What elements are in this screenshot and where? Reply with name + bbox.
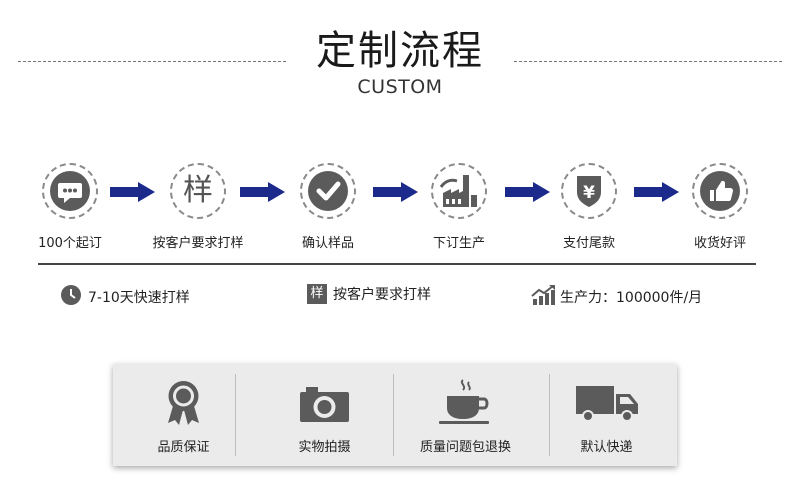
thumbs-up-icon: [700, 171, 740, 211]
arrow-right-icon: [240, 182, 285, 202]
guarantee-photo: 实物拍摄: [254, 364, 395, 466]
yen-shield-icon: ¥: [563, 165, 615, 217]
arrow-right-icon: [505, 182, 550, 202]
step-confirm-sample: 确认样品: [263, 163, 393, 251]
award-ribbon-icon: [113, 378, 254, 426]
step-label: 下订生产: [432, 236, 485, 251]
info-sample-text: 按客户要求打样: [333, 287, 431, 303]
step-label: 收货好评: [693, 236, 746, 251]
info-sample: 样 按客户要求打样: [307, 284, 431, 304]
section-divider: [38, 263, 756, 265]
header-divider-right: [514, 61, 782, 62]
step-label: 支付尾款: [562, 236, 615, 251]
page-subtitle: CUSTOM: [357, 76, 443, 98]
check-icon: [308, 171, 348, 211]
info-capacity-text: 生产力：100000件/月: [560, 290, 703, 306]
arrow-right-icon: [634, 182, 679, 202]
factory-icon: [433, 165, 485, 217]
panel-separator: [393, 374, 394, 456]
header-divider-left: [18, 61, 286, 62]
arrow-right-icon: [110, 182, 155, 202]
panel-separator: [549, 374, 550, 456]
guarantee-return: 质量问题包退换: [395, 364, 536, 466]
step-label: 100个起订: [38, 236, 102, 251]
step-sample: 样 按客户要求打样: [133, 163, 263, 251]
step-minimum-order: 100个起订: [5, 163, 135, 251]
guarantee-quality: 品质保证: [113, 364, 254, 466]
step-label: 确认样品: [301, 236, 354, 251]
info-capacity: 生产力：100000件/月: [531, 284, 702, 310]
arrow-right-icon: [373, 182, 418, 202]
coffee-cup-icon: [395, 378, 536, 426]
clock-icon: [60, 284, 82, 310]
panel-separator: [235, 374, 236, 456]
guarantee-label: 默认快递: [580, 440, 633, 455]
guarantee-panel: 品质保证 实物拍摄 质量问题包退换: [113, 364, 677, 466]
svg-text:¥: ¥: [583, 183, 595, 203]
step-final-payment: ¥ 支付尾款: [524, 163, 654, 251]
sample-badge-icon: 样: [307, 284, 327, 304]
step-production: 下订生产: [394, 163, 524, 251]
guarantee-shipping: 默认快递: [536, 364, 677, 466]
step-label: 按客户要求打样: [152, 236, 244, 251]
guarantee-label: 实物拍摄: [298, 440, 351, 455]
sample-char-icon: 样: [183, 173, 213, 208]
truck-icon: [536, 378, 677, 426]
page-title: 定制流程: [316, 28, 484, 74]
step-review: 收货好评: [655, 163, 785, 251]
guarantee-label: 品质保证: [157, 440, 210, 455]
guarantee-label: 质量问题包退换: [419, 440, 511, 455]
growth-chart-icon: [531, 284, 557, 310]
info-speed-text: 7-10天快速打样: [88, 290, 190, 306]
info-speed: 7-10天快速打样: [60, 284, 190, 310]
camera-icon: [254, 378, 395, 426]
chat-dots-icon: [50, 171, 90, 211]
